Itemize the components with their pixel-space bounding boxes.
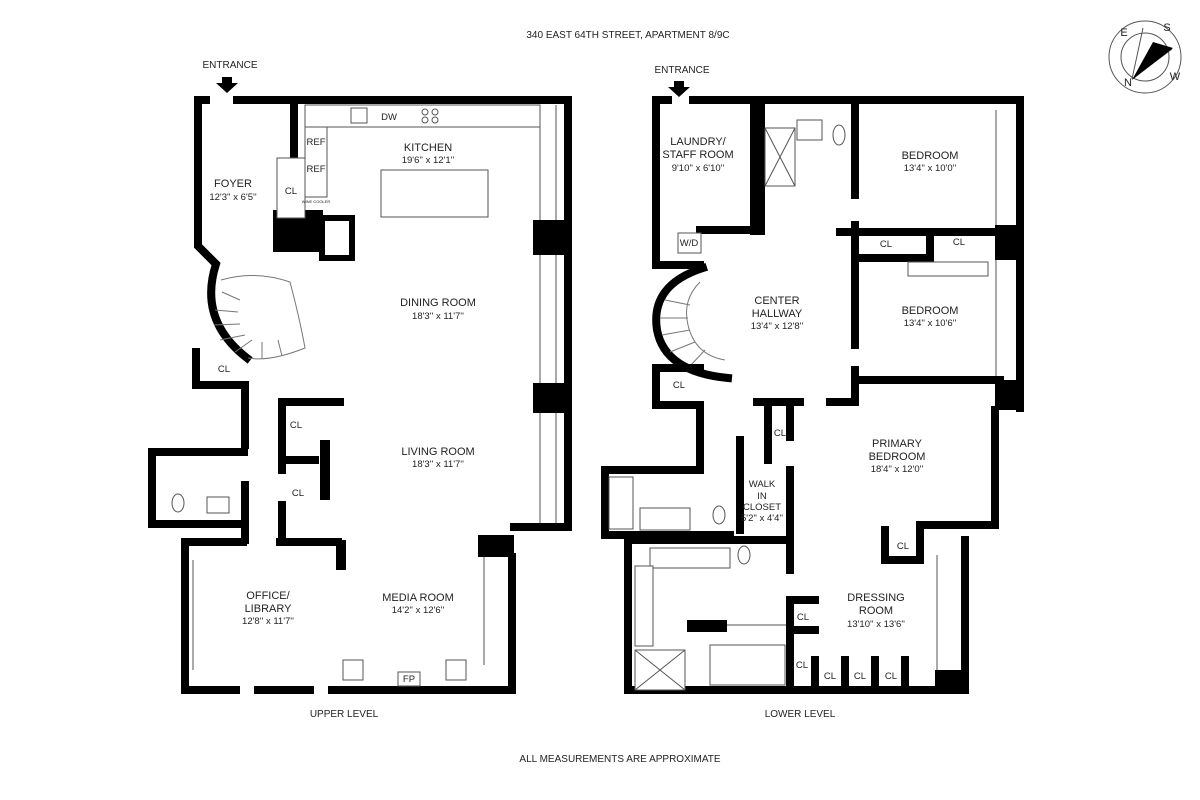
- room-name-hallway: HALLWAY: [752, 308, 803, 320]
- closet-label: CL: [885, 671, 897, 682]
- compass-east: E: [1120, 27, 1127, 39]
- room-dims-bedroom-2: 13'4'' x 10'6'': [904, 318, 957, 329]
- room-name-laundry: LAUNDRY/: [670, 136, 726, 148]
- room-dims-dressing-room: 13'10'' x 13'6'': [847, 619, 905, 630]
- toilet-icon: [832, 124, 846, 146]
- plan-title: 340 EAST 64TH STREET, APARTMENT 8/9C: [526, 30, 729, 41]
- measurement-disclaimer: ALL MEASUREMENTS ARE APPROXIMATE: [519, 754, 720, 765]
- entrance-arrow-icon: [216, 77, 238, 93]
- room-name-foyer: FOYER: [214, 178, 252, 190]
- room-dims-walk-in-closet: 5'2'' x 4'4'': [741, 513, 783, 524]
- room-name-walk: WALK: [749, 479, 776, 490]
- room-dims-media-room: 14'2'' x 12'6'': [392, 605, 445, 616]
- sink-icon: [206, 496, 230, 514]
- closet-label: CL: [285, 186, 297, 197]
- room-name-office: OFFICE/: [246, 590, 290, 602]
- room-name-primary: PRIMARY: [872, 438, 923, 450]
- room-dims-office-library: 12'8'' x 11'7'': [242, 616, 294, 627]
- room-name-dining-room: DINING ROOM: [400, 297, 476, 309]
- closet-label: CL: [290, 420, 302, 431]
- room-dims-living-room: 18'3'' x 11'7'': [412, 459, 464, 470]
- toilet-icon: [712, 505, 726, 525]
- closet-label: CL: [880, 239, 892, 250]
- lower-entrance-label: ENTRANCE: [654, 65, 709, 76]
- room-dims-laundry: 9'10'' x 6'10'': [672, 163, 725, 174]
- toilet-icon: [171, 493, 185, 513]
- room-dims-primary-bedroom: 18'4'' x 12'0'': [871, 464, 924, 475]
- closet-label: CL: [292, 488, 304, 499]
- room-name-bedroom: BEDROOM: [869, 451, 926, 463]
- compass-south: S: [1163, 22, 1170, 34]
- closet-label: CL: [218, 364, 230, 375]
- compass-north: N: [1124, 77, 1132, 89]
- closet-label: CL: [673, 380, 685, 391]
- closet-label: CL: [953, 237, 965, 248]
- room-name-media-room: MEDIA ROOM: [382, 592, 454, 604]
- cooktop-icon: [421, 108, 439, 124]
- room-dims-foyer: 12'3'' x 6'5'': [209, 192, 257, 203]
- washer-dryer-label: W/D: [680, 238, 699, 249]
- room-dims-bedroom-1: 13'4'' x 10'0'': [904, 163, 957, 174]
- room-name-living-room: LIVING ROOM: [401, 446, 474, 458]
- closet-label: CL: [854, 671, 866, 682]
- room-dims-center-hallway: 13'4'' x 12'8'': [751, 321, 804, 332]
- closet-label: CL: [897, 541, 909, 552]
- room-name-bedroom-2: BEDROOM: [902, 305, 959, 317]
- toilet-icon: [737, 545, 751, 565]
- refrigerator-label: REF: [307, 164, 326, 175]
- refrigerator-label: REF: [307, 137, 326, 148]
- room-name-center: CENTER: [754, 295, 799, 307]
- room-name-closet: CLOSET: [743, 502, 781, 513]
- room-name-kitchen: KITCHEN: [404, 142, 452, 154]
- room-name-in: IN: [757, 491, 767, 502]
- room-dims-kitchen: 19'6'' x 12'1'': [402, 155, 455, 166]
- fireplace-label: FP: [403, 674, 415, 685]
- closet-label: CL: [774, 428, 786, 439]
- room-name-room: ROOM: [859, 605, 893, 617]
- lower-level-plan: ENTRANCE: [601, 65, 1024, 720]
- room-name-library: LIBRARY: [245, 603, 293, 615]
- sink-icon: [350, 107, 368, 124]
- compass-icon: E S N W: [1108, 20, 1182, 94]
- upper-entrance-label: ENTRANCE: [202, 60, 257, 71]
- room-name-dressing: DRESSING: [847, 592, 904, 604]
- closet-label: CL: [796, 660, 808, 671]
- closet-label: CL: [824, 671, 836, 682]
- closet-label: CL: [797, 612, 809, 623]
- upper-level-label: UPPER LEVEL: [310, 709, 379, 720]
- lower-level-label: LOWER LEVEL: [765, 709, 836, 720]
- room-name-bedroom-1: BEDROOM: [902, 150, 959, 162]
- dishwasher-label: DW: [381, 112, 397, 123]
- upper-level-plan: ENTRANCE: [148, 60, 572, 720]
- wine-cooler-label: WINE COOLER: [302, 199, 331, 204]
- compass-west: W: [1170, 71, 1181, 83]
- entrance-arrow-icon: [668, 81, 690, 97]
- room-dims-dining-room: 18'3'' x 11'7'': [412, 311, 464, 322]
- room-name-staff-room: STAFF ROOM: [662, 149, 733, 161]
